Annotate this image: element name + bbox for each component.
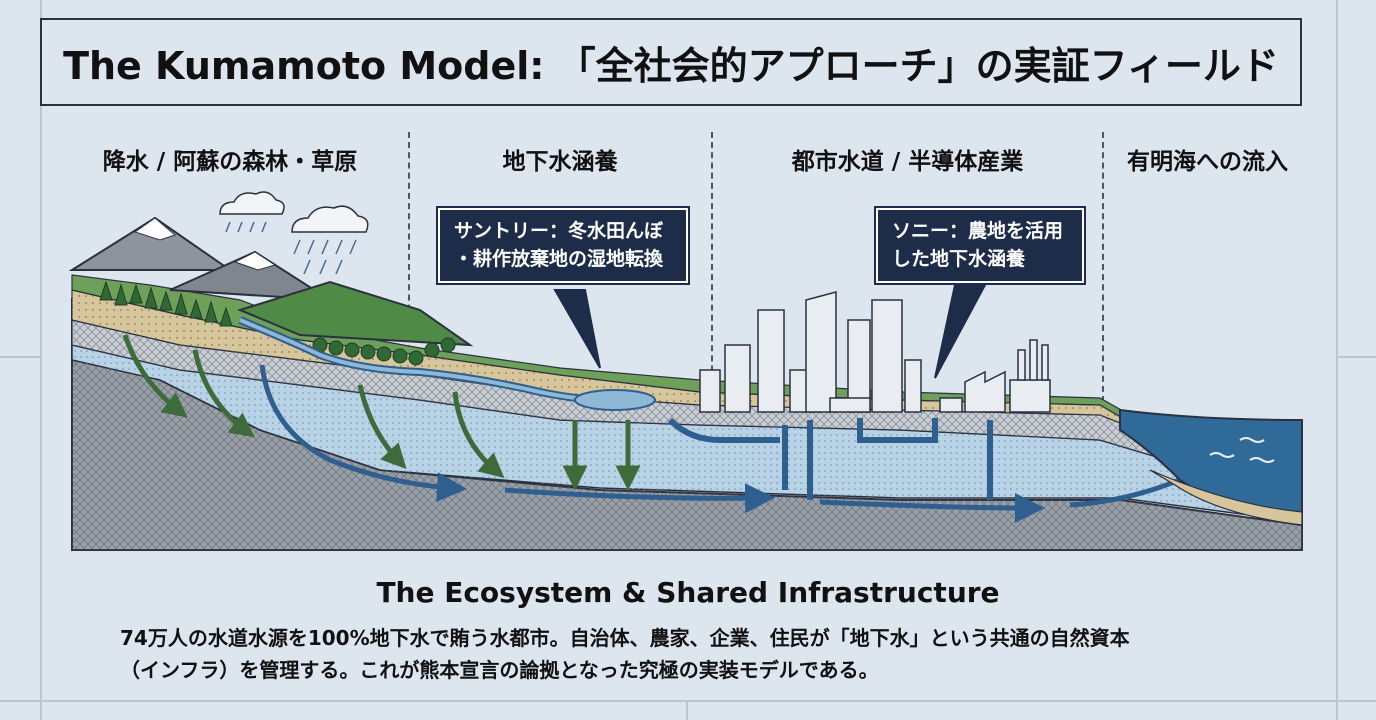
- callout-pointer: [934, 284, 987, 379]
- title-box: The Kumamoto Model: 「全社会的アプローチ」の実証フィールド: [40, 18, 1302, 106]
- page-title: The Kumamoto Model: 「全社会的アプローチ」の実証フィールド: [63, 43, 1279, 88]
- grid-line: [1338, 356, 1376, 358]
- callout-suntory: サントリー：冬水田んぼ ・耕作放棄地の湿地転換: [436, 205, 690, 286]
- grid-line: [40, 0, 42, 720]
- factory-icon: [939, 339, 1051, 413]
- well-pipes: [667, 417, 993, 500]
- callout-sony-line2: した地下水涵養: [892, 247, 1026, 270]
- wave-icon: [1209, 437, 1275, 463]
- grid-line: [0, 700, 1376, 702]
- callout-pointer: [553, 289, 601, 369]
- description-line2: （インフラ）を管理する。これが熊本宣言の論拠となった究極の実装モデルである。: [120, 658, 879, 682]
- diagram-subtitle: The Ecosystem & Shared Infrastructure: [376, 576, 1000, 609]
- grid-line: [1336, 0, 1338, 720]
- section-divider: [408, 132, 410, 402]
- section-label-urban-industry: 都市水道 / 半導体産業: [791, 149, 1024, 175]
- description-line1: 74万人の水道水源を100%地下水で賄う水都市。自治体、農家、企業、住民が「地下…: [120, 626, 1130, 650]
- grid-line: [0, 356, 40, 358]
- callout-sony: ソニー：農地を活用 した地下水涵養: [874, 205, 1086, 286]
- callout-suntory-line1: サントリー：冬水田んぼ: [454, 220, 664, 242]
- callout-suntory-line2: ・耕作放棄地の湿地転換: [454, 247, 664, 270]
- description: 74万人の水道水源を100%地下水で賄う水都市。自治体、農家、企業、住民が「地下…: [120, 622, 1260, 686]
- recharge-arrows: [122, 334, 641, 491]
- section-label-precipitation: 降水 / 阿蘇の森林・草原: [102, 149, 358, 175]
- city-icon: [699, 291, 922, 413]
- section-label-recharge: 地下水涵養: [502, 149, 618, 175]
- surface-river: [238, 316, 656, 411]
- rain-cloud-icon: [219, 191, 369, 275]
- callout-sony-line1: ソニー：農地を活用: [892, 220, 1064, 242]
- section-divider: [1102, 132, 1104, 402]
- section-divider: [711, 132, 713, 402]
- ariake-sea: [1119, 408, 1303, 527]
- grid-line: [686, 700, 688, 720]
- forest-icon: [99, 280, 456, 366]
- mountain-icon: [68, 216, 474, 347]
- section-label-ariake-sea: 有明海への流入: [1127, 149, 1288, 175]
